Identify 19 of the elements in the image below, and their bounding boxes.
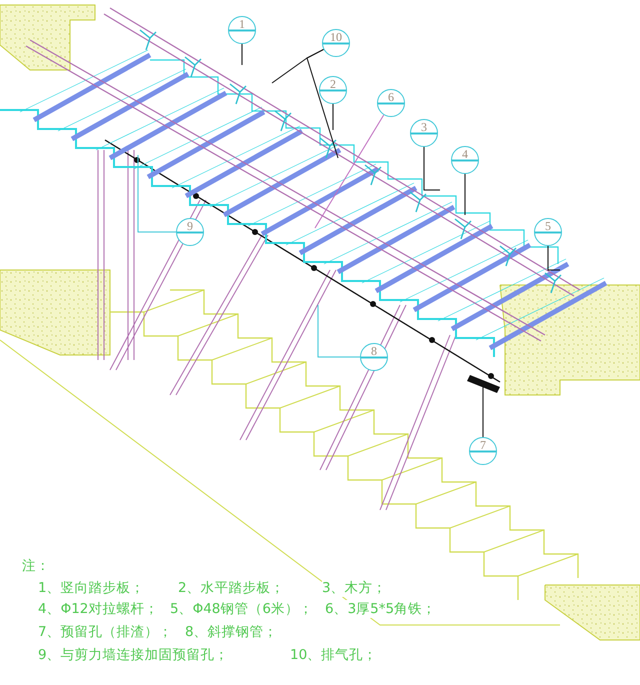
leader-line bbox=[332, 104, 334, 130]
leader-line bbox=[424, 146, 440, 190]
leader-line bbox=[314, 114, 384, 228]
callout-number: 9 bbox=[176, 218, 204, 246]
callout-number: 5 bbox=[534, 218, 562, 246]
callout-number: 6 bbox=[377, 89, 405, 117]
leader-line bbox=[548, 246, 560, 270]
callout-number: 2 bbox=[319, 76, 347, 104]
leader-line bbox=[464, 174, 466, 216]
callout-number: 8 bbox=[360, 343, 388, 371]
callout-number: 4 bbox=[451, 146, 479, 174]
callout-number: 7 bbox=[469, 437, 497, 465]
leader-line bbox=[318, 304, 360, 358]
leader-line bbox=[306, 48, 338, 158]
leader-line bbox=[138, 154, 176, 232]
leader-line bbox=[482, 386, 484, 438]
callout-number: 10 bbox=[322, 29, 350, 57]
callout-number: 1 bbox=[228, 16, 256, 44]
callout-number: 3 bbox=[410, 119, 438, 147]
